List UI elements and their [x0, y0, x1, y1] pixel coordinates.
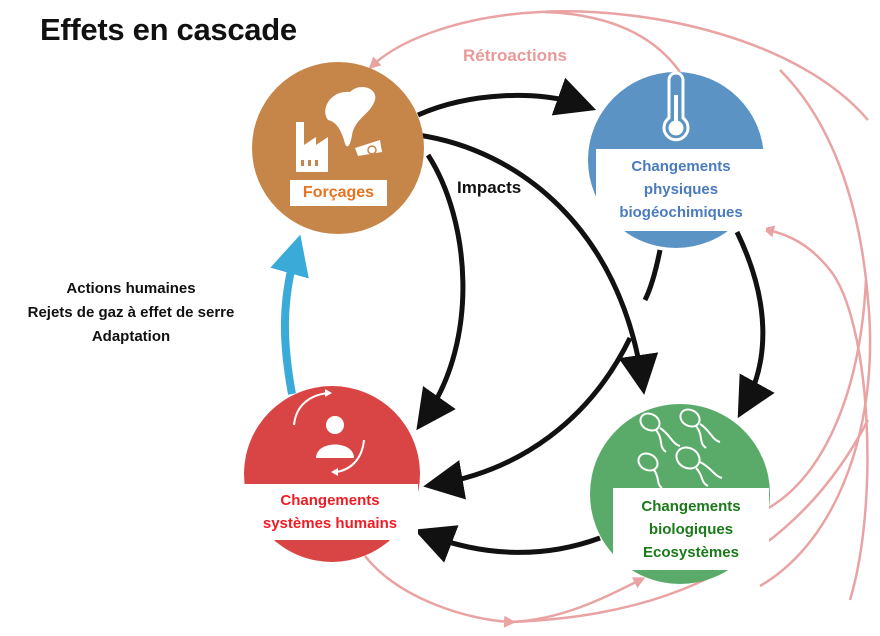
node-label-line: biologiques — [648, 521, 734, 538]
feedback-arrow-humain-bottom — [364, 555, 516, 628]
impact-arrows — [413, 77, 775, 563]
feedback-arrow-bottom-right — [509, 419, 870, 624]
human-actions-label: Actions humaines Rejets de gaz à effet d… — [0, 277, 262, 349]
person-cycle-icon — [293, 389, 365, 476]
feedback-arrow-outer-top — [368, 10, 869, 121]
impact-arrow-physique-humain-a — [642, 249, 663, 302]
node-label-line: systèmes humains — [262, 515, 398, 532]
action-arrow — [270, 234, 309, 395]
impact-arrow-forcages-humain — [416, 153, 466, 431]
feedback-arrow-bio-up — [764, 279, 868, 512]
node-label-line: physiques — [643, 181, 719, 198]
node-physique-label: Changements physiques biogéochimiques — [596, 149, 766, 231]
impact-arrow-forcages-bio — [417, 132, 659, 395]
thermometer-icon — [662, 71, 690, 142]
node-label-line: Ecosystèmes — [643, 544, 739, 561]
node-bio-label: Changements biologiques Ecosystèmes — [613, 488, 769, 570]
node-forcages-circle — [252, 62, 424, 234]
actions-line: Actions humaines — [66, 280, 196, 297]
feedback-arrow-to-physique — [762, 225, 869, 601]
impact-arrow-physique-humain-b — [423, 336, 633, 500]
node-forcages-label: Forçages — [290, 180, 387, 206]
actions-line: Rejets de gaz à effet de serre — [27, 304, 235, 321]
feedback-arrow-outer-right — [759, 69, 872, 588]
node-label-line: biogéochimiques — [619, 204, 743, 221]
impact-arrow-bio-humain — [413, 525, 601, 563]
actions-line: Adaptation — [91, 328, 171, 345]
impacts-label: Impacts — [457, 178, 522, 197]
page-title: Effets en cascade — [40, 12, 297, 47]
node-label-line: Changements — [641, 498, 741, 515]
impact-arrow-physique-bio — [734, 230, 775, 419]
node-label-line: Changements — [631, 158, 731, 175]
feedback-arrow-physique-top — [544, 10, 682, 73]
node-label-line: Changements — [280, 492, 380, 509]
node-humain-label: Changements systèmes humains — [242, 484, 418, 540]
feedback-label: Rétroactions — [463, 46, 567, 65]
bacteria-icon — [637, 408, 723, 489]
factory-icon — [296, 86, 382, 172]
feedback-arrows — [364, 10, 872, 628]
impact-arrow-forcages-physique — [416, 77, 597, 118]
node-label-line: Forçages — [302, 184, 375, 201]
